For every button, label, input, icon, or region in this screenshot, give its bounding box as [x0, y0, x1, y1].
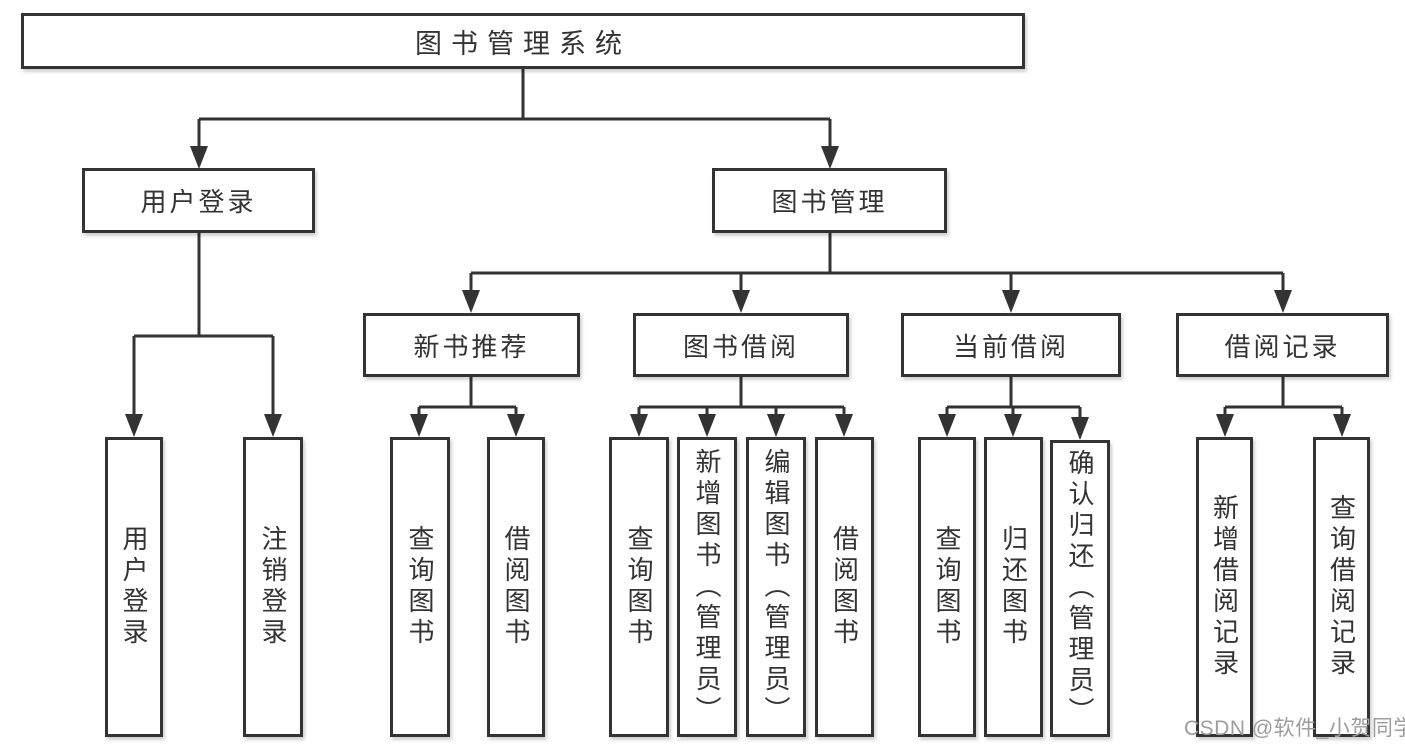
- node-label: 归还图书: [998, 525, 1029, 649]
- connector-book-borrowing-split: [630, 377, 853, 437]
- node-borrowing-records: 借阅记录: [1176, 313, 1389, 377]
- node-label: 图书借阅: [682, 331, 799, 362]
- leaf-borrow-books-borrowing: 借阅图书: [815, 437, 874, 737]
- node-label: 图书管理: [771, 187, 888, 217]
- leaf-edit-book-admin: 编辑图书（管理员）: [746, 437, 806, 737]
- connector-new-book-recommend-split: [410, 377, 525, 437]
- node-system-root: 图书管理系统: [21, 13, 1025, 69]
- connector-current-borrowing-split: [938, 377, 1089, 440]
- leaf-query-books-recommend: 查询图书: [390, 437, 450, 737]
- node-current-borrowing: 当前借阅: [901, 313, 1121, 377]
- node-book-borrowing: 图书借阅: [633, 313, 849, 377]
- node-label: 用户登录: [140, 187, 257, 217]
- leaf-confirm-return-admin: 确认归还（管理员）: [1050, 440, 1110, 737]
- node-label: 新书推荐: [413, 331, 530, 362]
- node-label: 查询图书: [624, 525, 654, 649]
- node-label: 查询图书: [405, 525, 435, 649]
- node-label: 当前借阅: [952, 331, 1069, 362]
- connector-book-management-split: [462, 233, 1292, 313]
- watermark-text: CSDN @软件_小贺同学: [1184, 717, 1405, 740]
- connector-root-split: [190, 68, 839, 169]
- node-label: 确认归还（管理员）: [1065, 449, 1095, 728]
- leaf-add-book-admin: 新增图书（管理员）: [677, 437, 737, 737]
- node-label: 图书管理系统: [415, 28, 631, 59]
- leaf-logout-login: 注销登录: [243, 437, 303, 737]
- leaf-add-borrow-record: 新增借阅记录: [1196, 437, 1253, 737]
- node-label: 借阅记录: [1224, 331, 1341, 362]
- node-label: 借阅图书: [501, 525, 531, 649]
- leaf-user-login: 用户登录: [105, 437, 163, 737]
- connector-borrowing-records-split: [1216, 377, 1351, 437]
- node-book-management: 图书管理: [712, 168, 947, 233]
- node-label: 借阅图书: [829, 525, 860, 649]
- node-label: 注销登录: [258, 525, 288, 649]
- node-label: 编辑图书（管理员）: [761, 447, 791, 727]
- node-new-book-recommend: 新书推荐: [363, 313, 580, 377]
- leaf-query-books-current: 查询图书: [918, 437, 976, 737]
- leaf-return-book: 归还图书: [984, 437, 1043, 737]
- node-label: 查询借阅记录: [1326, 494, 1357, 680]
- leaf-borrow-books-recommend: 借阅图书: [487, 437, 545, 737]
- leaf-query-books-borrowing: 查询图书: [609, 437, 669, 737]
- node-user-login: 用户登录: [82, 168, 315, 233]
- node-label: 新增借阅记录: [1209, 494, 1240, 680]
- leaf-query-borrow-record: 查询借阅记录: [1313, 437, 1370, 737]
- connector-user-login-split: [125, 233, 282, 437]
- node-label: 查询图书: [932, 525, 962, 649]
- node-label: 新增图书（管理员）: [692, 447, 722, 727]
- node-label: 用户登录: [119, 525, 149, 649]
